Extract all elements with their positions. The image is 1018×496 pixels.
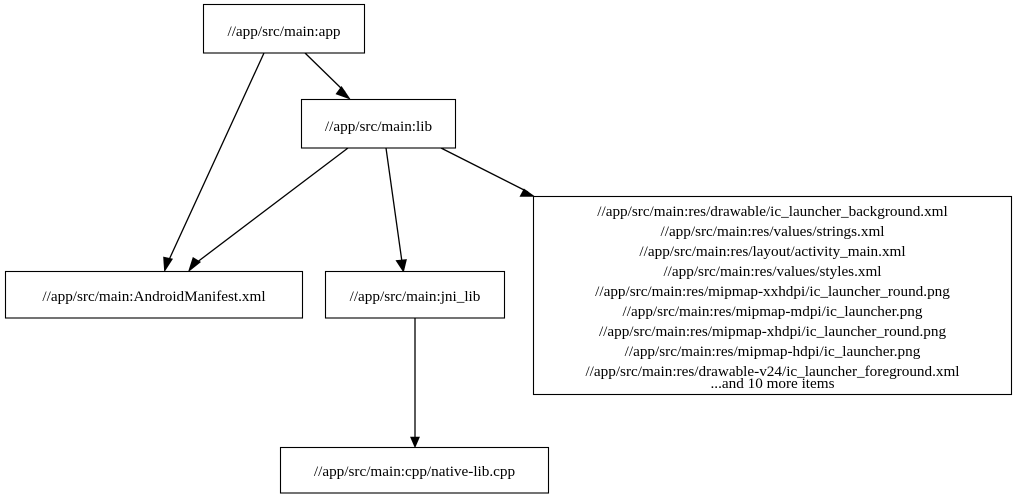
node-lib-box[interactable] — [300, 98, 457, 149]
node-res-line-8: //app/src/main:res/mipmap-hdpi/ic_launch… — [625, 343, 921, 360]
edge-layer — [163, 52, 536, 449]
edge-app-to-manifest — [163, 52, 265, 273]
node-res-line-3: //app/src/main:res/layout/activity_main.… — [639, 243, 905, 260]
node-android-manifest[interactable]: //app/src/main:AndroidManifest.xml — [4, 270, 304, 319]
edge-lib-to-res — [440, 147, 536, 197]
arrowhead-lib-manifest — [187, 257, 202, 273]
node-jni-lib[interactable]: //app/src/main:jni_lib — [324, 270, 506, 319]
node-res[interactable]: //app/src/main:res/drawable/ic_launcher_… — [532, 195, 1013, 396]
node-lib[interactable]: //app/src/main:lib — [300, 98, 457, 149]
arrowhead-app-manifest — [163, 256, 173, 273]
node-android-manifest-label: //app/src/main:AndroidManifest.xml — [42, 288, 265, 305]
node-native-lib-box[interactable] — [279, 446, 550, 494]
node-layer: //app/src/main:app //app/src/main:lib //… — [4, 3, 1013, 494]
node-jni-lib-label: //app/src/main:jni_lib — [350, 288, 481, 305]
node-res-line-7: //app/src/main:res/mipmap-xhdpi/ic_launc… — [599, 323, 947, 340]
arrowhead-lib-jni — [395, 259, 407, 273]
edge-lib-to-manifest — [187, 147, 349, 273]
edge-line-lib-res — [440, 147, 529, 193]
node-res-line-5: //app/src/main:res/mipmap-xxhdpi/ic_laun… — [595, 283, 950, 300]
edge-lib-to-jni-lib — [385, 147, 407, 273]
node-app-box[interactable] — [202, 3, 366, 54]
node-res-overflow-label: ...and 10 more items — [710, 375, 834, 392]
node-native-lib-label: //app/src/main:cpp/native-lib.cpp — [314, 463, 515, 480]
node-app[interactable]: //app/src/main:app — [202, 3, 366, 54]
node-res-line-4: //app/src/main:res/values/styles.xml — [663, 263, 881, 280]
node-res-box[interactable] — [532, 195, 1013, 396]
edge-line-lib-manifest — [195, 147, 349, 264]
node-lib-label: //app/src/main:lib — [325, 118, 433, 135]
node-jni-lib-box[interactable] — [324, 270, 506, 319]
node-res-line-6: //app/src/main:res/mipmap-mdpi/ic_launch… — [623, 303, 923, 320]
node-res-line-1: //app/src/main:res/drawable/ic_launcher_… — [597, 203, 947, 220]
edge-app-to-lib — [304, 52, 351, 100]
node-res-line-2: //app/src/main:res/values/strings.xml — [661, 223, 885, 240]
node-res-line-9: //app/src/main:res/drawable-v24/ic_launc… — [585, 363, 959, 380]
edge-line-app-manifest — [167, 52, 265, 263]
edge-line-lib-jni — [385, 147, 403, 263]
arrowhead-jni-native — [410, 436, 420, 449]
node-native-lib[interactable]: //app/src/main:cpp/native-lib.cpp — [279, 446, 550, 494]
arrowhead-lib-res — [519, 188, 536, 197]
node-app-label: //app/src/main:app — [227, 23, 340, 40]
arrowhead-app-lib — [335, 85, 351, 100]
edge-jni-lib-to-native-lib — [410, 318, 420, 449]
node-android-manifest-box[interactable] — [4, 270, 304, 319]
edge-line-app-lib — [304, 52, 346, 93]
